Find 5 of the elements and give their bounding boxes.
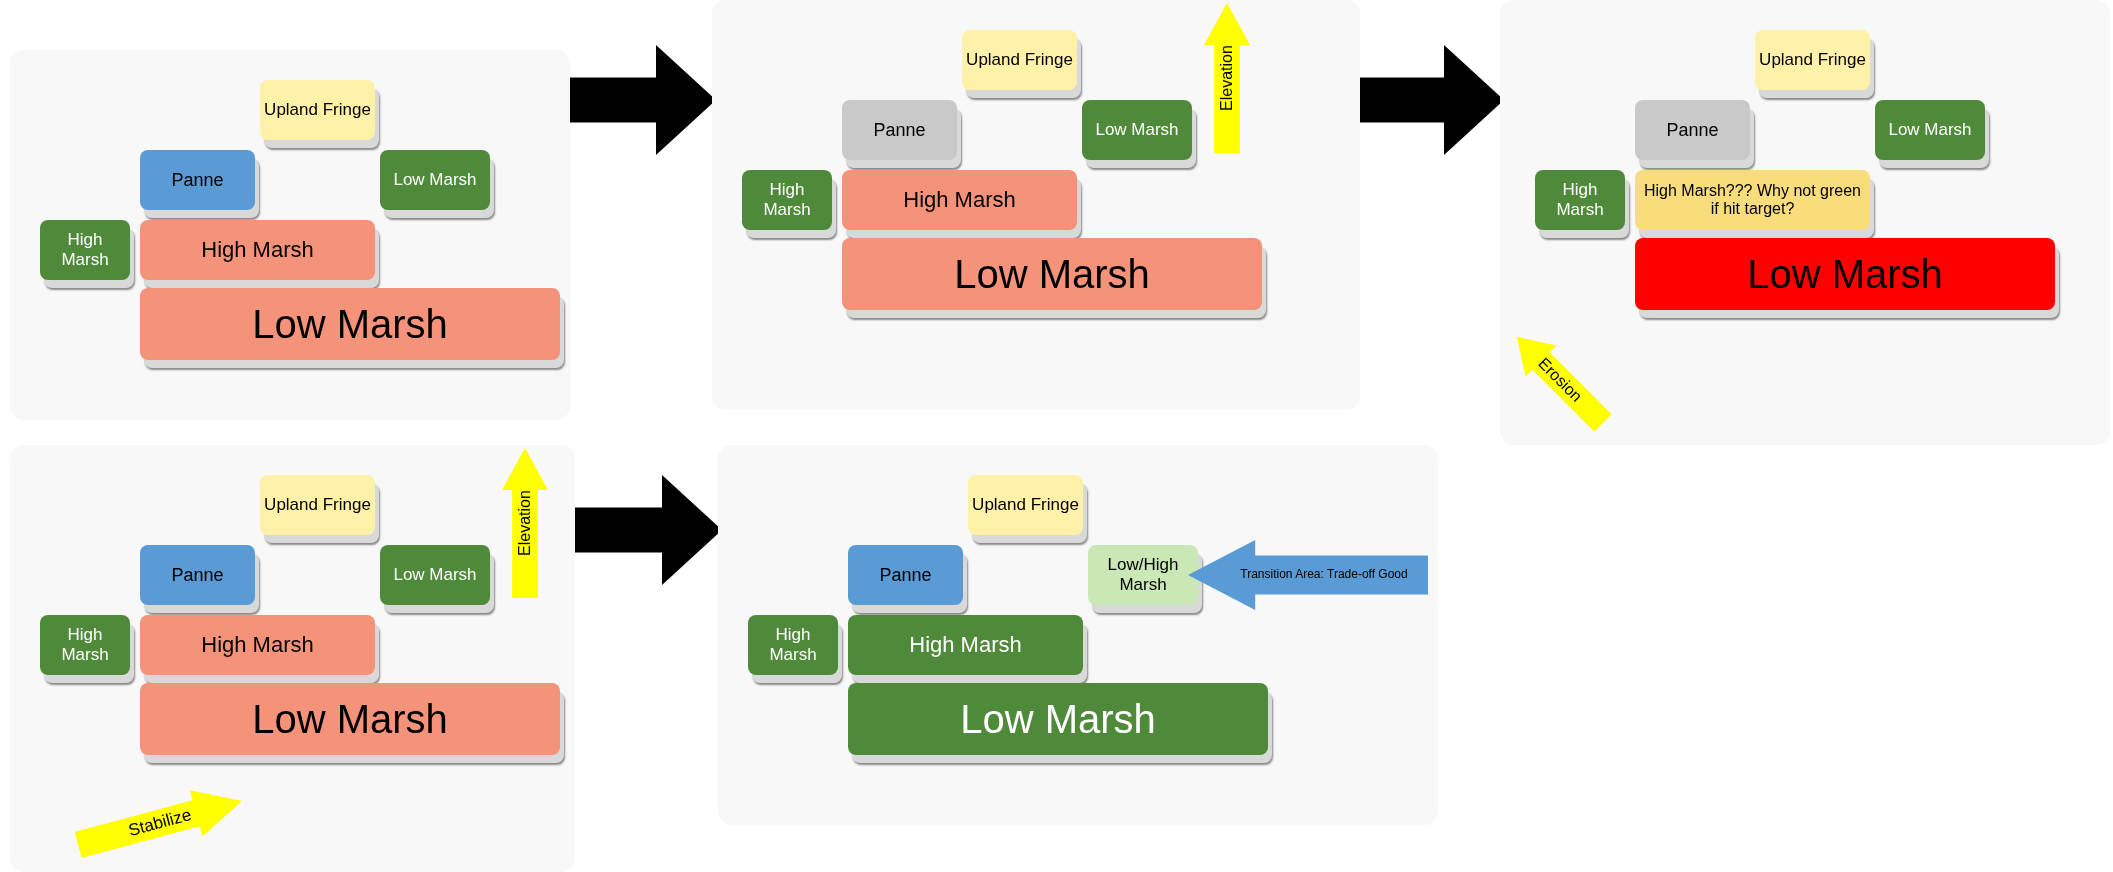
marsh-tile-drawing: [10, 445, 575, 872]
marsh-tile-drawing: [718, 445, 1438, 825]
marsh-tile-drawing: [10, 50, 570, 420]
marsh-tile-drawing: [712, 0, 1360, 410]
marsh-tile-drawing: [1500, 0, 2110, 445]
